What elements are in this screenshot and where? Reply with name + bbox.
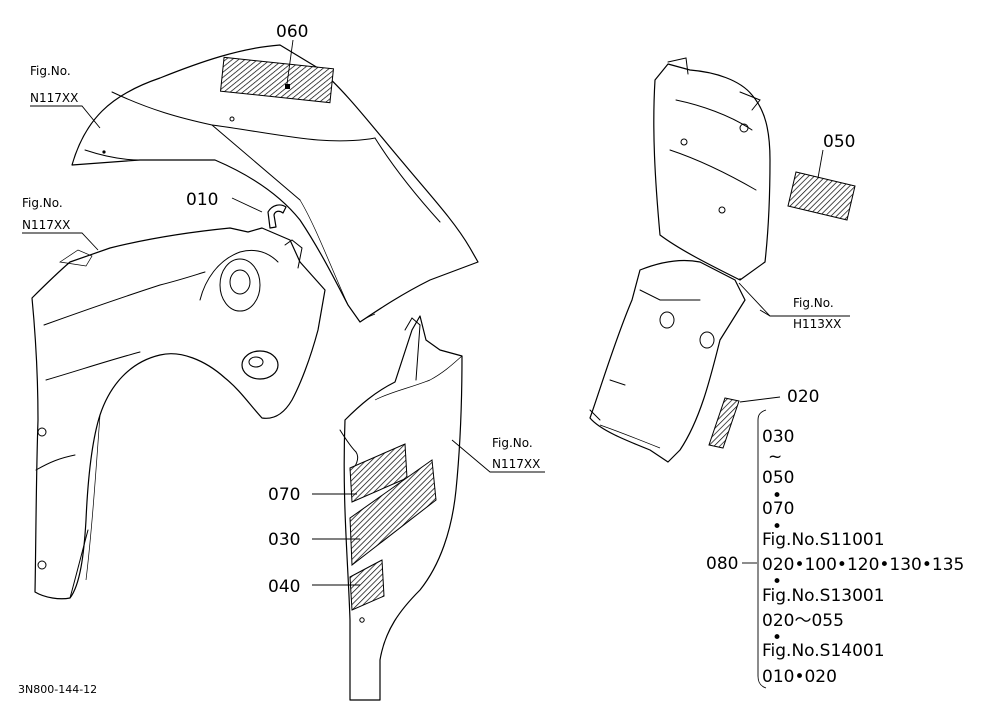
kit-line-4: • (772, 486, 782, 506)
decal-050 (787, 171, 856, 221)
label-080: 080 (706, 554, 738, 574)
decal-040 (349, 559, 385, 611)
kit-line-2: ~ (768, 447, 782, 467)
hood-top-panel (71, 44, 479, 323)
kit-line-7: Fig.No.S11001 (762, 530, 885, 550)
kit-line-9: • (772, 572, 782, 592)
label-010: 010 (186, 190, 218, 210)
fig-ref-mid-left-line1: Fig.No. (22, 196, 63, 210)
fig-ref-mid-left-line2: N117XX (22, 218, 70, 232)
fig-ref-right-line1: Fig.No. (793, 296, 834, 310)
part-010-clip (267, 204, 287, 229)
fig-ref-top-left-line2: N117XX (30, 91, 78, 105)
decal-020 (708, 397, 740, 449)
label-050: 050 (823, 132, 855, 152)
label-040: 040 (268, 577, 300, 597)
kit-line-5: 070 (762, 499, 794, 519)
decal-060 (219, 56, 335, 104)
fig-ref-right-line2: H113XX (793, 317, 841, 331)
kit-line-13: Fig.No.S14001 (762, 641, 885, 661)
fig-ref-center-line2: N117XX (492, 457, 540, 471)
kit-line-11: 020〜055 (762, 611, 844, 631)
label-060: 060 (276, 22, 308, 42)
right-upper-housing (653, 57, 771, 281)
kit-line-6: • (772, 517, 782, 537)
kit-line-1: 030 (762, 427, 794, 447)
leader-lines (22, 39, 850, 689)
kit-contents-list: 030 ~ 050 • 070 • Fig.No.S11001 020•100•… (762, 427, 964, 687)
right-lower-housing (589, 259, 746, 463)
fig-ref-top-left-line1: Fig.No. (30, 64, 71, 78)
kit-line-3: 050 (762, 468, 794, 488)
label-070: 070 (268, 485, 300, 505)
fig-ref-center-line1: Fig.No. (492, 436, 533, 450)
kit-line-8: 020•100•120•130•135 (762, 555, 964, 575)
left-fender (31, 227, 326, 600)
decal-030 (349, 459, 437, 566)
diagram-code: 3N800-144-12 (18, 683, 97, 696)
kit-line-10: Fig.No.S13001 (762, 586, 885, 606)
kit-line-14: 010•020 (762, 667, 837, 687)
label-030: 030 (268, 530, 300, 550)
kit-line-12: • (772, 628, 782, 648)
label-020: 020 (787, 387, 819, 407)
